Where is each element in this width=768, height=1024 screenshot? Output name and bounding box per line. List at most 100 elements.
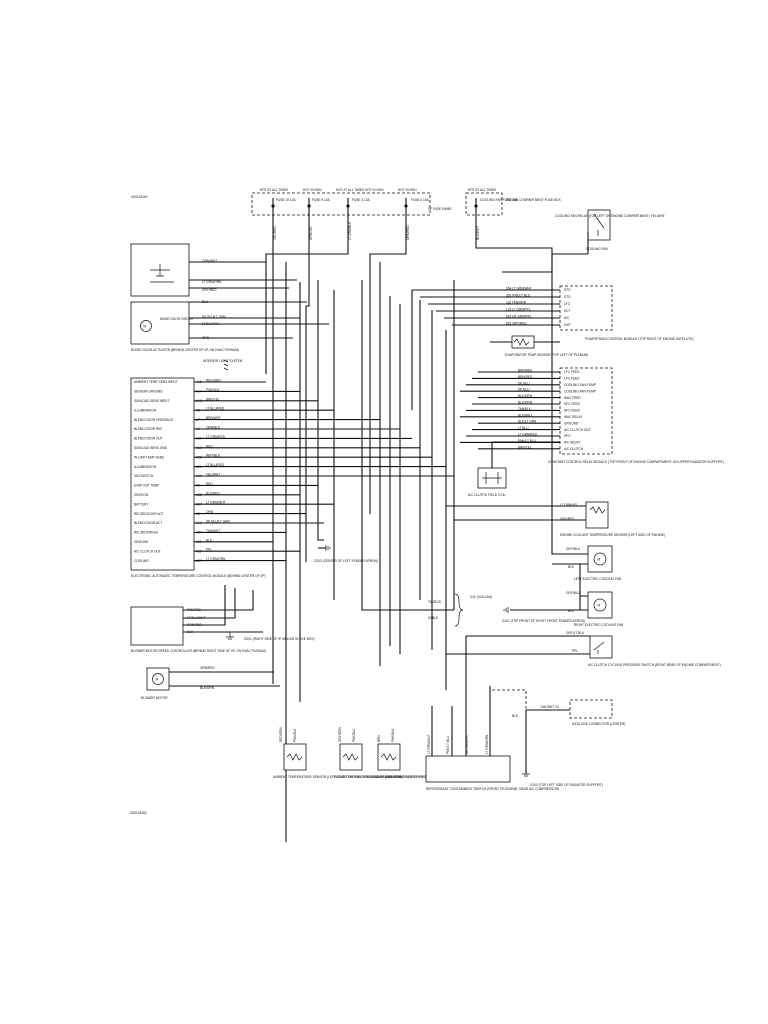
right-fan-box [587, 591, 613, 619]
hvac-pin-name: GROUND [134, 540, 149, 544]
ccrm-pin-label: WAC FEED [564, 396, 581, 400]
pcm-wire-label: 515 DK GRN/PPL [506, 314, 532, 318]
fuse-panel-label: I/P FUSE PANEL [428, 207, 453, 211]
hvac-pin-name: AMBIENT TEMP SENS INPUT [134, 380, 178, 384]
ac-cycling-switch [589, 635, 613, 659]
ccrm-wire-label: LT BLU [518, 426, 529, 430]
ccrm-pin-label: A/C RELAY [564, 441, 581, 445]
wire-orn-red: ORN/RED [406, 225, 410, 240]
fuse-6-rating: FUSE 6 15A [411, 198, 430, 202]
ccrm-wire-label: TAN/BLK [518, 407, 532, 411]
fuse-19: HOT AT ALL TIMES FUSE 19 10A [260, 188, 296, 214]
dl-wire-2: BLK [512, 714, 519, 718]
blower-wire-1: TAN/RED [187, 608, 201, 612]
engine-fuse-rating: COOLING FAN FUSE 30A [480, 198, 519, 202]
ground-g101: G101 (TOP FRONT OF RIGHT FRONT FENDER AP… [502, 607, 585, 623]
hvac-pin-wire: ORN [206, 510, 214, 514]
ccrm-pin-label: LFC FEED [564, 370, 580, 374]
hvac-pin-wire: LT GRN/WHT [206, 501, 226, 505]
blower-wire-3: GRN/RED [187, 623, 202, 627]
engine-coolant-label: ENGINE COOLANT TEMPERATURE SENSOR (LEFT … [560, 533, 665, 537]
left-fan-motor-icon [593, 552, 607, 566]
pcm-pin-label: STO [564, 288, 571, 292]
figure-id: G00104162 [131, 195, 148, 199]
hvac-pin-name: EVAP OUT TEMP [134, 484, 159, 488]
mode-actuator-box [130, 301, 190, 345]
ccrm-wire-label: BLK/ORN [518, 401, 533, 405]
blower-motor-wire-2: BLK/ORN [200, 686, 215, 690]
hvac-pin-name: BLEND DOOR OUT [134, 437, 163, 441]
cooling-fan-relay [587, 209, 611, 241]
ac-cycling-label: A/C CLUTCH CYCLING PRESSURE SWITCH (RIGH… [588, 663, 721, 667]
hvac-module-label: ELECTRONIC AUTOMATIC TEMPERATURE CONTROL… [131, 574, 265, 578]
data-link-label: DATA LINK CONNECTOR (CENTER) [572, 722, 625, 726]
vulcan-label: 3.0L (VULCAN) [470, 595, 492, 599]
blower-motor-label: BLOWER MOTOR [141, 696, 168, 700]
ccrm-wire-label: PNK/LT BLU [518, 439, 537, 443]
hvac-pin-wire: RED [206, 444, 213, 448]
pcm-wire-label: 116 TAN/ORN [506, 300, 527, 304]
hvac-pin-wire: RED/GRN [206, 379, 221, 383]
hvac-pin-name: ILLUMINATION [134, 408, 157, 412]
hvac-pin-name: IGNITION [134, 493, 149, 497]
wire-ltgrn-blk: LT GRN/BLK [348, 221, 352, 240]
g101-label: G101 (TOP FRONT OF RIGHT FRONT FENDER AP… [502, 619, 585, 623]
ambient-sensor-wire-2: PNK/BLK [293, 728, 297, 742]
ect-wire-1: LT GRN/YEL [560, 503, 579, 507]
fuse-6: HOT IN RUN FUSE 6 15A [398, 188, 430, 214]
ccrm-pin-label: A/C CLUTCH [564, 447, 584, 451]
hvac-pin-wire: LT GRN/ORN [206, 557, 226, 561]
engine-coolant-sensor [585, 501, 609, 529]
ps-wire-2: PNK/LT BLU [446, 735, 450, 754]
engine-fuse-box [465, 192, 503, 216]
incar-sensor-wire-2: PNK/BLK [352, 728, 356, 742]
taurus-label: TAURUS [428, 600, 441, 604]
dl-wire-1: TAN WHT 24 [540, 705, 559, 709]
left-fan-label: LEFT ELECTRIC COOLING FAN [574, 577, 622, 581]
ccrm-wire-label: LT GRN/RED [518, 433, 538, 437]
pcm-pin-label: CKP [564, 323, 571, 327]
mode-motor-icon [140, 320, 152, 332]
svg-text:M: M [156, 678, 159, 682]
hvac-pin-name: IN-CAR TEMP SENS [134, 455, 164, 459]
hvac-pin-wire: PNK/BLK [206, 388, 220, 392]
fan-wire-4: BLK [568, 609, 575, 613]
recirc-motor [150, 264, 174, 283]
trunk-wires [265, 214, 553, 842]
fuse-9: HOT IN RUN FUSE 9 10A [303, 188, 331, 214]
pcm-pin-label: A/C [564, 316, 570, 320]
mode-circuit-label: MODE DOOR CIRCUIT [160, 317, 194, 321]
fan-wire-1: GRY/BLU [566, 547, 581, 551]
g103-label: G103 (TOP LEFT SIDE OF RADIATOR SUPPORT) [530, 783, 603, 787]
evap-temp-sensor: EVAPORATOR TEMP SENSOR (TOP LEFT OF PLEN… [490, 335, 588, 357]
right-fan-label: RIGHT ELECTRIC COOLING FAN [574, 623, 624, 627]
pcm-pin-label: STO [564, 295, 571, 299]
svg-text:M: M [144, 325, 147, 329]
ground-g202: G202 (CENTER OF LEFT FENDER APRON) [314, 545, 378, 563]
hvac-pin-wire: RED [206, 482, 213, 486]
ccrm-wire-label: DK BLU [518, 388, 530, 392]
engine-fuse-location: ENGINE COMPARTMENT FUSE BOX [506, 198, 562, 202]
act-wire-3: GRY/RED [202, 288, 217, 292]
wire-grn-yel: GRN/YEL [309, 226, 313, 240]
pcm-wire-label: 515 GRY/RED [506, 321, 527, 325]
wire-yel-red: YEL/RED [273, 226, 277, 240]
ccrm-pin-label: A/C CLUTCH OUT [564, 428, 591, 432]
hvac-pin-wire: LT GRN/RED [206, 435, 226, 439]
recirc-actuator-label: BLEND DOOR ACTUATOR (BEHIND CENTER OF I/… [131, 348, 239, 352]
fuse-3-hot: HOT AT ALL TIMES HOT IN RUN [336, 188, 384, 192]
ground-g201: G201 (RIGHT SIDE OF IP, BELOW GLOVE BOX) [226, 632, 315, 641]
hvac-pin-name: A/C CLUTCH OUT [134, 549, 161, 553]
act-wire-2: LT GRN/ORN [202, 280, 222, 284]
blower-controller-box [130, 606, 184, 646]
act-wire-7: ORN [202, 336, 210, 340]
blower-motor-wire-1: ORN/RED [200, 666, 215, 670]
ect-wire-2: GRY/RED [560, 517, 575, 521]
footer-code: G00104162 [130, 811, 147, 815]
ccrm-pin-label: COOLING FAN PUMP [564, 389, 596, 393]
blower-motor-box [146, 667, 170, 691]
pcm-label: POWERTRAIN CONTROL MODULE (TOP RIGHT OF … [585, 337, 694, 341]
